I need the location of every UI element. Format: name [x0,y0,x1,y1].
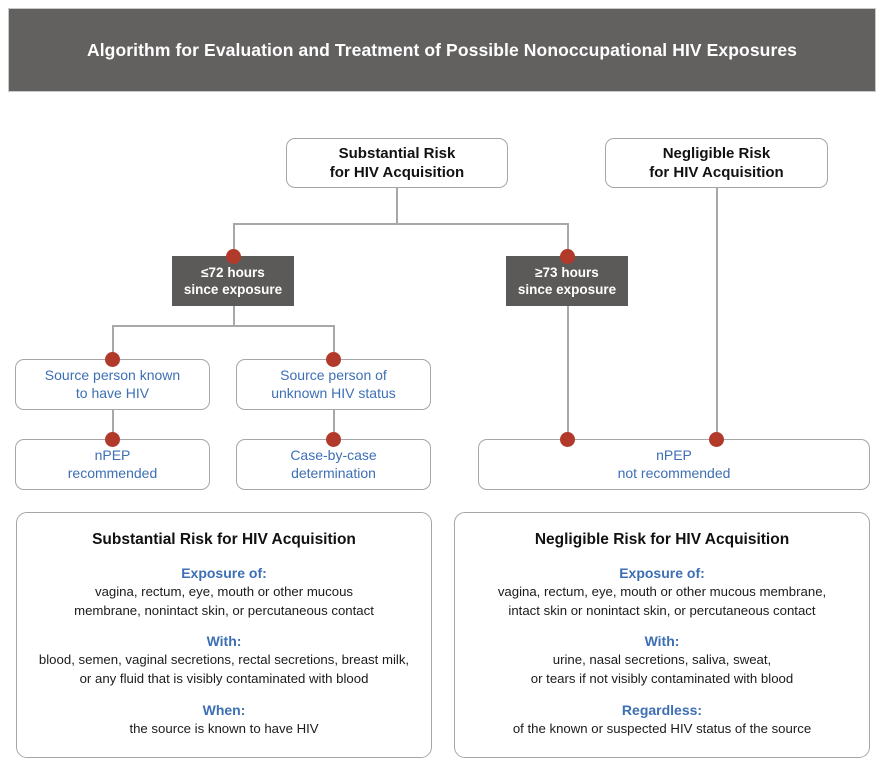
panel-group-label: When: [202,701,246,718]
node-substantial-risk-line2: for HIV Acquisition [329,164,465,181]
junction-dot-within72 [226,249,241,264]
panel-group-with: With: blood, semen, vaginal secretions, … [31,633,417,688]
connector-to-within72 [233,223,235,263]
node-substantial-risk[interactable]: Substantial Risk for HIV Acquisition [286,138,508,188]
connector-substantial-split [233,223,568,225]
panel-group-line: vagina, rectum, eye, mouth or other muco… [94,584,353,599]
node-after-73-hours-line1: ≥73 hours [535,264,599,280]
node-source-person-unknown-line1: Source person of [280,366,387,383]
page-title: Algorithm for Evaluation and Treatment o… [86,39,798,60]
connector-negligible-to-npep-not [716,188,718,445]
node-within-72-hours-line1: ≤72 hours [201,264,265,280]
node-npep-recommended[interactable]: nPEP recommended [15,439,210,490]
panel-group-line: or any fluid that is visibly contaminate… [79,671,369,687]
node-negligible-risk-line2: for HIV Acquisition [649,164,784,181]
panel-group-regardless: Regardless: of the known or suspected HI… [469,702,855,739]
junction-dot-npep-recommended [105,432,120,447]
node-case-by-case-line1: Case-by-case [290,446,377,463]
node-npep-not-recommended-line1: nPEP [656,446,692,463]
node-npep-not-recommended[interactable]: nPEP not recommended [478,439,870,490]
node-within-72-hours-line2: since exposure [183,282,283,297]
connector-source-known-to-npep [112,410,114,445]
node-npep-recommended-line2: recommended [67,464,158,481]
connector-after73-to-npep-not [567,306,569,445]
node-source-person-unknown[interactable]: Source person of unknown HIV status [236,359,431,410]
node-within-72-hours[interactable]: ≤72 hours since exposure [172,256,294,306]
connector-within72-stem [233,306,235,326]
node-source-person-known[interactable]: Source person known to have HIV [15,359,210,410]
node-negligible-risk[interactable]: Negligible Risk for HIV Acquisition [605,138,828,188]
node-source-person-unknown-line2: unknown HIV status [271,384,396,401]
node-npep-recommended-line1: nPEP [94,446,131,463]
connector-to-source-known [112,325,114,365]
panel-group-line: intact skin or nonintact skin, or percut… [508,602,816,618]
panel-group-line: vagina, rectum, eye, mouth or other muco… [497,584,827,599]
node-source-person-known-line2: to have HIV [75,384,150,401]
node-after-73-hours-line2: since exposure [517,282,617,297]
node-substantial-risk-line1: Substantial Risk [338,144,456,162]
connector-to-after73 [567,223,569,263]
panel-group-line: urine, nasal secretions, saliva, sweat, [552,652,772,668]
node-source-person-known-line1: Source person known [44,366,181,383]
panel-group-line: the source is known to have HIV [129,720,319,736]
panel-group-line: of the known or suspected HIV status of … [512,720,812,736]
node-npep-not-recommended-line2: not recommended [617,464,731,481]
node-case-by-case-line2: determination [291,464,376,481]
junction-dot-after73 [560,249,575,264]
panel-group-label: With: [644,633,680,650]
panel-group-label: Exposure of: [181,565,267,581]
panel-substantial-risk: Substantial Risk for HIV Acquisition Exp… [16,512,432,758]
header-bar: Algorithm for Evaluation and Treatment o… [8,8,876,92]
panel-group-with: With: urine, nasal secretions, saliva, s… [469,633,855,688]
panel-group-label: Exposure of: [619,565,705,581]
connector-to-source-unknown [333,325,335,365]
junction-dot-source-unknown [326,352,341,367]
panel-group-label: Regardless: [621,701,703,718]
panel-group-exposure: Exposure of: vagina, rectum, eye, mouth … [469,565,855,620]
junction-dot-case-by-case [326,432,341,447]
connector-within72-split [112,325,334,327]
junction-dot-source-known [105,352,120,367]
node-after-73-hours[interactable]: ≥73 hours since exposure [506,256,628,306]
panel-group-exposure: Exposure of: vagina, rectum, eye, mouth … [31,565,417,620]
panel-group-line: or tears if not visibly contaminated wit… [530,671,794,687]
panel-group-label: With: [206,633,242,650]
panel-negligible-risk-title: Negligible Risk for HIV Acquisition [534,531,790,548]
panel-group-line: blood, semen, vaginal secretions, rectal… [38,652,410,668]
junction-dot-npep-not-right [709,432,724,447]
node-negligible-risk-line1: Negligible Risk [662,144,771,162]
panel-group-line: membrane, nonintact skin, or percutaneou… [74,602,374,618]
panel-group-when: When: the source is known to have HIV [31,702,417,739]
panel-negligible-risk: Negligible Risk for HIV Acquisition Expo… [454,512,870,758]
connector-substantial-stem [396,188,398,224]
junction-dot-npep-not-left [560,432,575,447]
connector-source-unknown-to-case [333,410,335,445]
panel-substantial-risk-title: Substantial Risk for HIV Acquisition [92,531,356,548]
